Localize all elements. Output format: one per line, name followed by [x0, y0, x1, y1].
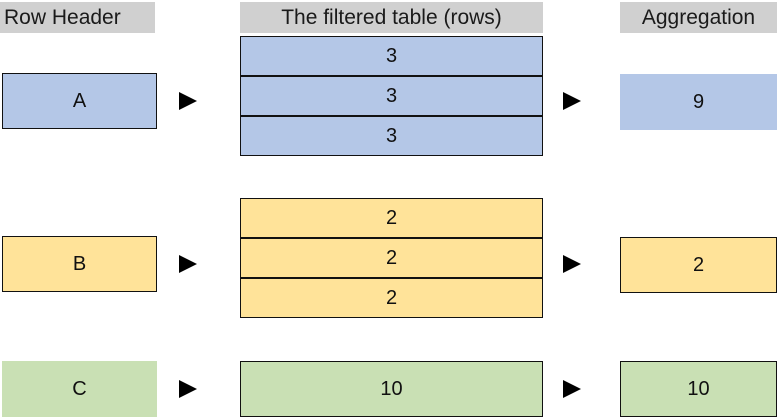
arrow-right-icon [179, 255, 197, 273]
row-header-box-b: B [2, 236, 157, 292]
arrow-right-icon [563, 92, 581, 110]
filtered-row-cell: 3 [240, 36, 543, 76]
filtered-row-cell: 10 [240, 361, 543, 417]
filtered-row-cell: 3 [240, 116, 543, 156]
arrow-right-icon [563, 255, 581, 273]
aggregation-box-b: 2 [620, 237, 777, 293]
arrow-right-icon [179, 380, 197, 398]
arrow-right-icon [179, 92, 197, 110]
arrow-right-icon [563, 380, 581, 398]
aggregation-box-c: 10 [620, 361, 777, 417]
filtered-row-cell: 2 [240, 238, 543, 278]
filtered-row-cell: 3 [240, 76, 543, 116]
row-header-box-a: A [2, 73, 157, 129]
column-header-filtered-table: The filtered table (rows) [240, 2, 543, 33]
column-header-aggregation: Aggregation [620, 2, 777, 33]
aggregation-box-a: 9 [620, 74, 777, 130]
filtered-row-cell: 2 [240, 198, 543, 238]
column-header-row-header: Row Header [0, 2, 155, 33]
filtered-row-cell: 2 [240, 278, 543, 318]
row-header-box-c: C [2, 361, 157, 417]
